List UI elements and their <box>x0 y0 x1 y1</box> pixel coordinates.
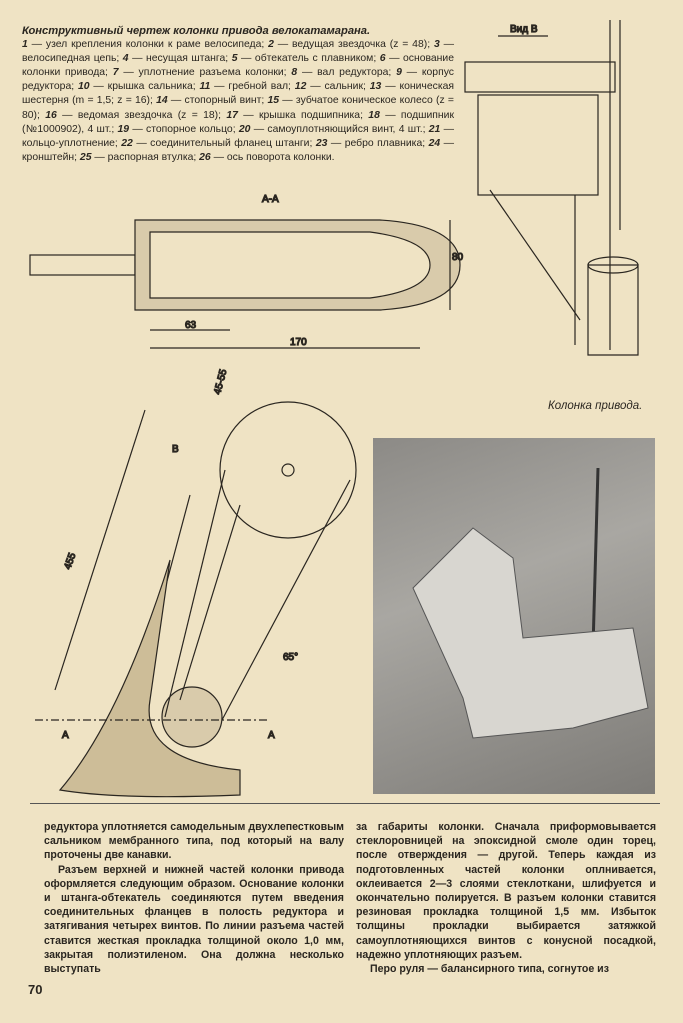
legend-text: — крышка подшипника; <box>237 109 369 121</box>
view-b-title: Вид В <box>510 24 538 35</box>
legend-text: — кольцо-уплотнение; <box>22 123 454 149</box>
section-title: А-А <box>262 194 279 205</box>
legend-number: 12 <box>294 81 307 93</box>
paragraph: за габариты колонки. Сначала приформовыв… <box>356 821 656 961</box>
legend-number: 11 <box>199 81 211 93</box>
legend-number: 20 <box>238 123 251 135</box>
side-view-drawing: 455 45-55 65° В А А <box>35 367 357 798</box>
legend-number: 24 <box>428 137 441 149</box>
legend-number: 6 <box>379 53 386 65</box>
legend-text: — велосипедная цепь; <box>22 39 454 65</box>
legend-number: 16 <box>45 109 57 121</box>
legend-number: 17 <box>226 109 238 121</box>
paragraph: Разъем верхней и нижней частей колонки п… <box>44 863 344 976</box>
caption-items: 1 — узел крепления колонки к раме велоси… <box>22 39 454 163</box>
legend-text: — обтекатель с плавником; <box>237 53 380 65</box>
dim-80: 80 <box>452 252 464 263</box>
legend-number: 9 <box>396 67 402 79</box>
legend-text: — уплотнение разъема колонки; <box>118 67 292 79</box>
legend-text: — соединительный фланец штанги; <box>132 137 316 149</box>
caption-title: Конструктивный чертеж колонки привода ве… <box>22 25 371 37</box>
legend-text: — несущая штанга; <box>128 53 232 65</box>
legend-text: — сальник; <box>306 81 370 93</box>
label-a-left: А <box>62 730 69 741</box>
legend-text: — стопорный винт; <box>167 95 268 107</box>
dim-170: 170 <box>290 337 307 348</box>
dim-63: 63 <box>185 320 197 331</box>
legend-text: — распорная втулка; <box>91 151 200 163</box>
legend-number: 26 <box>199 151 211 163</box>
divider <box>30 803 660 804</box>
view-b-drawing: Вид В <box>464 20 639 356</box>
body-column-right: за габариты колонки. Сначала приформовыв… <box>356 820 656 976</box>
drive-column-shape <box>412 467 649 739</box>
legend-text: — подшипник (№1000902), 4 шт.; <box>22 109 455 135</box>
legend-number: 3 <box>433 39 440 51</box>
legend-text: — ведомая звездочка (z = 18); <box>56 109 227 121</box>
legend-number: 21 <box>428 123 441 135</box>
legend-number: 8 <box>291 67 298 79</box>
legend-text: — крышка сальника; <box>89 81 200 93</box>
photo-caption: Колонка привода. <box>548 400 643 412</box>
legend-text: — узел крепления колонки к раме велосипе… <box>27 39 269 51</box>
legend-text: — стопорное кольцо; <box>129 123 239 135</box>
legend-number: 18 <box>368 109 380 121</box>
body-column-left: редуктора уплотняется самодельным двухле… <box>44 820 344 976</box>
paragraph: редуктора уплотняется самодельным двухле… <box>44 821 344 862</box>
legend-number: 4 <box>122 53 129 65</box>
dim-65-deg: 65° <box>283 652 298 663</box>
legend-number: 19 <box>117 123 130 135</box>
legend-number: 7 <box>112 67 119 79</box>
page-number: 70 <box>28 982 43 997</box>
legend-number: 13 <box>369 81 382 93</box>
legend-number: 25 <box>79 151 92 163</box>
legend-text: — ведущая звездочка (z = 48); <box>273 39 434 51</box>
dim-455: 455 <box>62 551 78 571</box>
legend-number: 23 <box>315 137 328 149</box>
legend-text: — корпус редуктора; <box>22 67 454 93</box>
legend-number: 1 <box>22 39 28 51</box>
legend-text: — основание колонки привода; <box>22 53 454 79</box>
drive-column-photo <box>373 438 655 794</box>
legend-number: 5 <box>231 53 238 65</box>
legend-text: — кронштейн; <box>22 137 455 163</box>
section-a-a-drawing: А-А 63 170 80 <box>29 193 464 349</box>
paragraph: Перо руля — балансирного типа, согнутое … <box>370 963 609 976</box>
legend-text: — вал редуктора; <box>297 67 397 79</box>
label-b: В <box>172 444 179 455</box>
legend-text: — коническая шестерня (m = 1,5; z = 16); <box>22 81 454 107</box>
legend-number: 22 <box>121 137 133 149</box>
legend-number: 14 <box>156 95 168 107</box>
legend-text: — самоуплотняющийся винт, 4 шт.; <box>250 123 429 135</box>
legend-text: — ребро плавника; <box>327 137 429 149</box>
legend-text: — зубчатое коническое колесо (z = 80); <box>22 95 455 121</box>
legend-text: — гребной вал; <box>210 81 295 93</box>
legend-number: 15 <box>267 95 280 107</box>
legend-number: 10 <box>77 81 90 93</box>
label-a-right: А <box>268 730 275 741</box>
figure-caption: Конструктивный чертеж колонки привода ве… <box>22 24 454 165</box>
legend-number: 2 <box>268 39 274 51</box>
dim-45-55: 45-55 <box>212 368 229 396</box>
legend-text: — ось поворота колонки. <box>210 151 335 163</box>
